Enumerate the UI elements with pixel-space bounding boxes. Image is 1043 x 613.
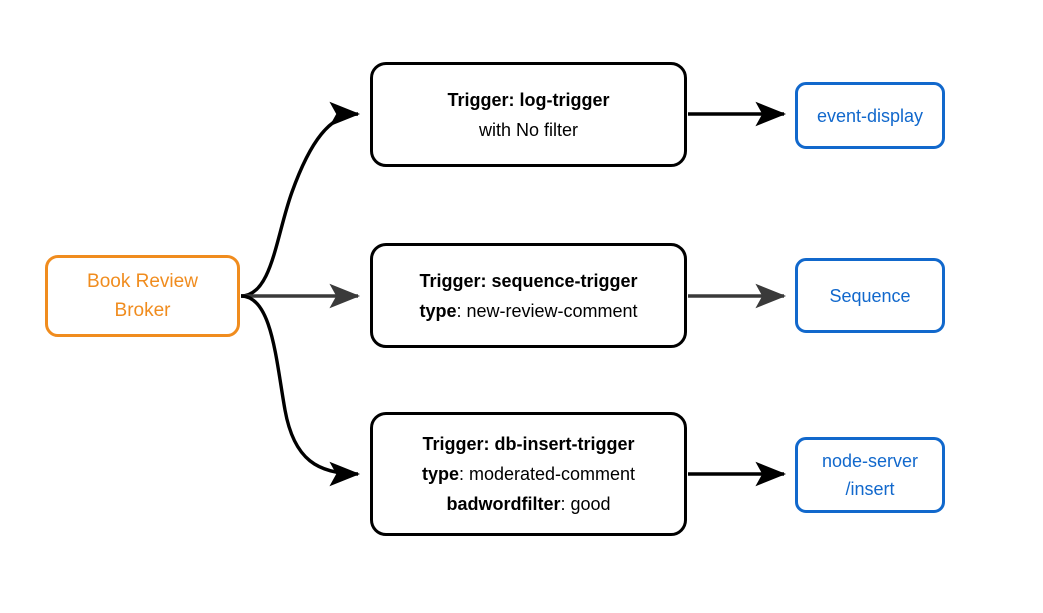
trigger-log-trigger-line1: Trigger: log-trigger [447,89,610,110]
node-trigger-sequence-trigger[interactable]: Trigger: sequence-trigger type: new-revi… [370,243,687,348]
node-trigger-db-insert-trigger[interactable]: Trigger: db-insert-trigger type: moderat… [370,412,687,536]
trigger-db-insert-trigger-line3-value: : good [560,494,611,514]
trigger-sequence-trigger-line1: Trigger: sequence-trigger [419,270,638,291]
trigger-db-insert-trigger-line1: Trigger: db-insert-trigger [422,434,635,454]
node-service-sequence[interactable]: Sequence [795,258,945,333]
service-node-server-line1: node-server [821,451,919,471]
edge-broker-to-db-insert-trigger [240,294,361,487]
trigger-log-trigger-line2: with No filter [479,115,578,145]
trigger-sequence-trigger-line2-value: : new-review-comment [456,300,638,321]
service-event-display-line1: event-display [816,105,924,126]
trigger-sequence-trigger-line2-key: type [419,300,457,321]
trigger-db-insert-trigger-line2-value: : moderated-comment [458,464,636,484]
node-service-node-server-insert[interactable]: node-server /insert [795,437,945,513]
edge-broker-to-log-trigger [240,101,361,298]
broker-label-line2: Broker [114,300,171,321]
broker-label-line1: Book Review [87,271,198,292]
trigger-db-insert-trigger-line3-key: badwordfilter [446,494,561,514]
trigger-db-insert-trigger-line2: type: moderated-comment [422,459,635,489]
node-service-event-display[interactable]: event-display [795,82,945,149]
node-book-review-broker[interactable]: Book Review Broker [45,255,240,337]
trigger-sequence-trigger-line2: type: new-review-comment [419,296,637,326]
service-node-server-line2: /insert [845,479,895,499]
trigger-db-insert-trigger-line2-key: type [421,464,459,484]
trigger-log-trigger-line2-value: with No filter [478,119,579,140]
service-sequence-line1: Sequence [829,285,911,306]
trigger-db-insert-trigger-line3: badwordfilter: good [446,489,610,519]
node-trigger-log-trigger[interactable]: Trigger: log-trigger with No filter [370,62,687,167]
